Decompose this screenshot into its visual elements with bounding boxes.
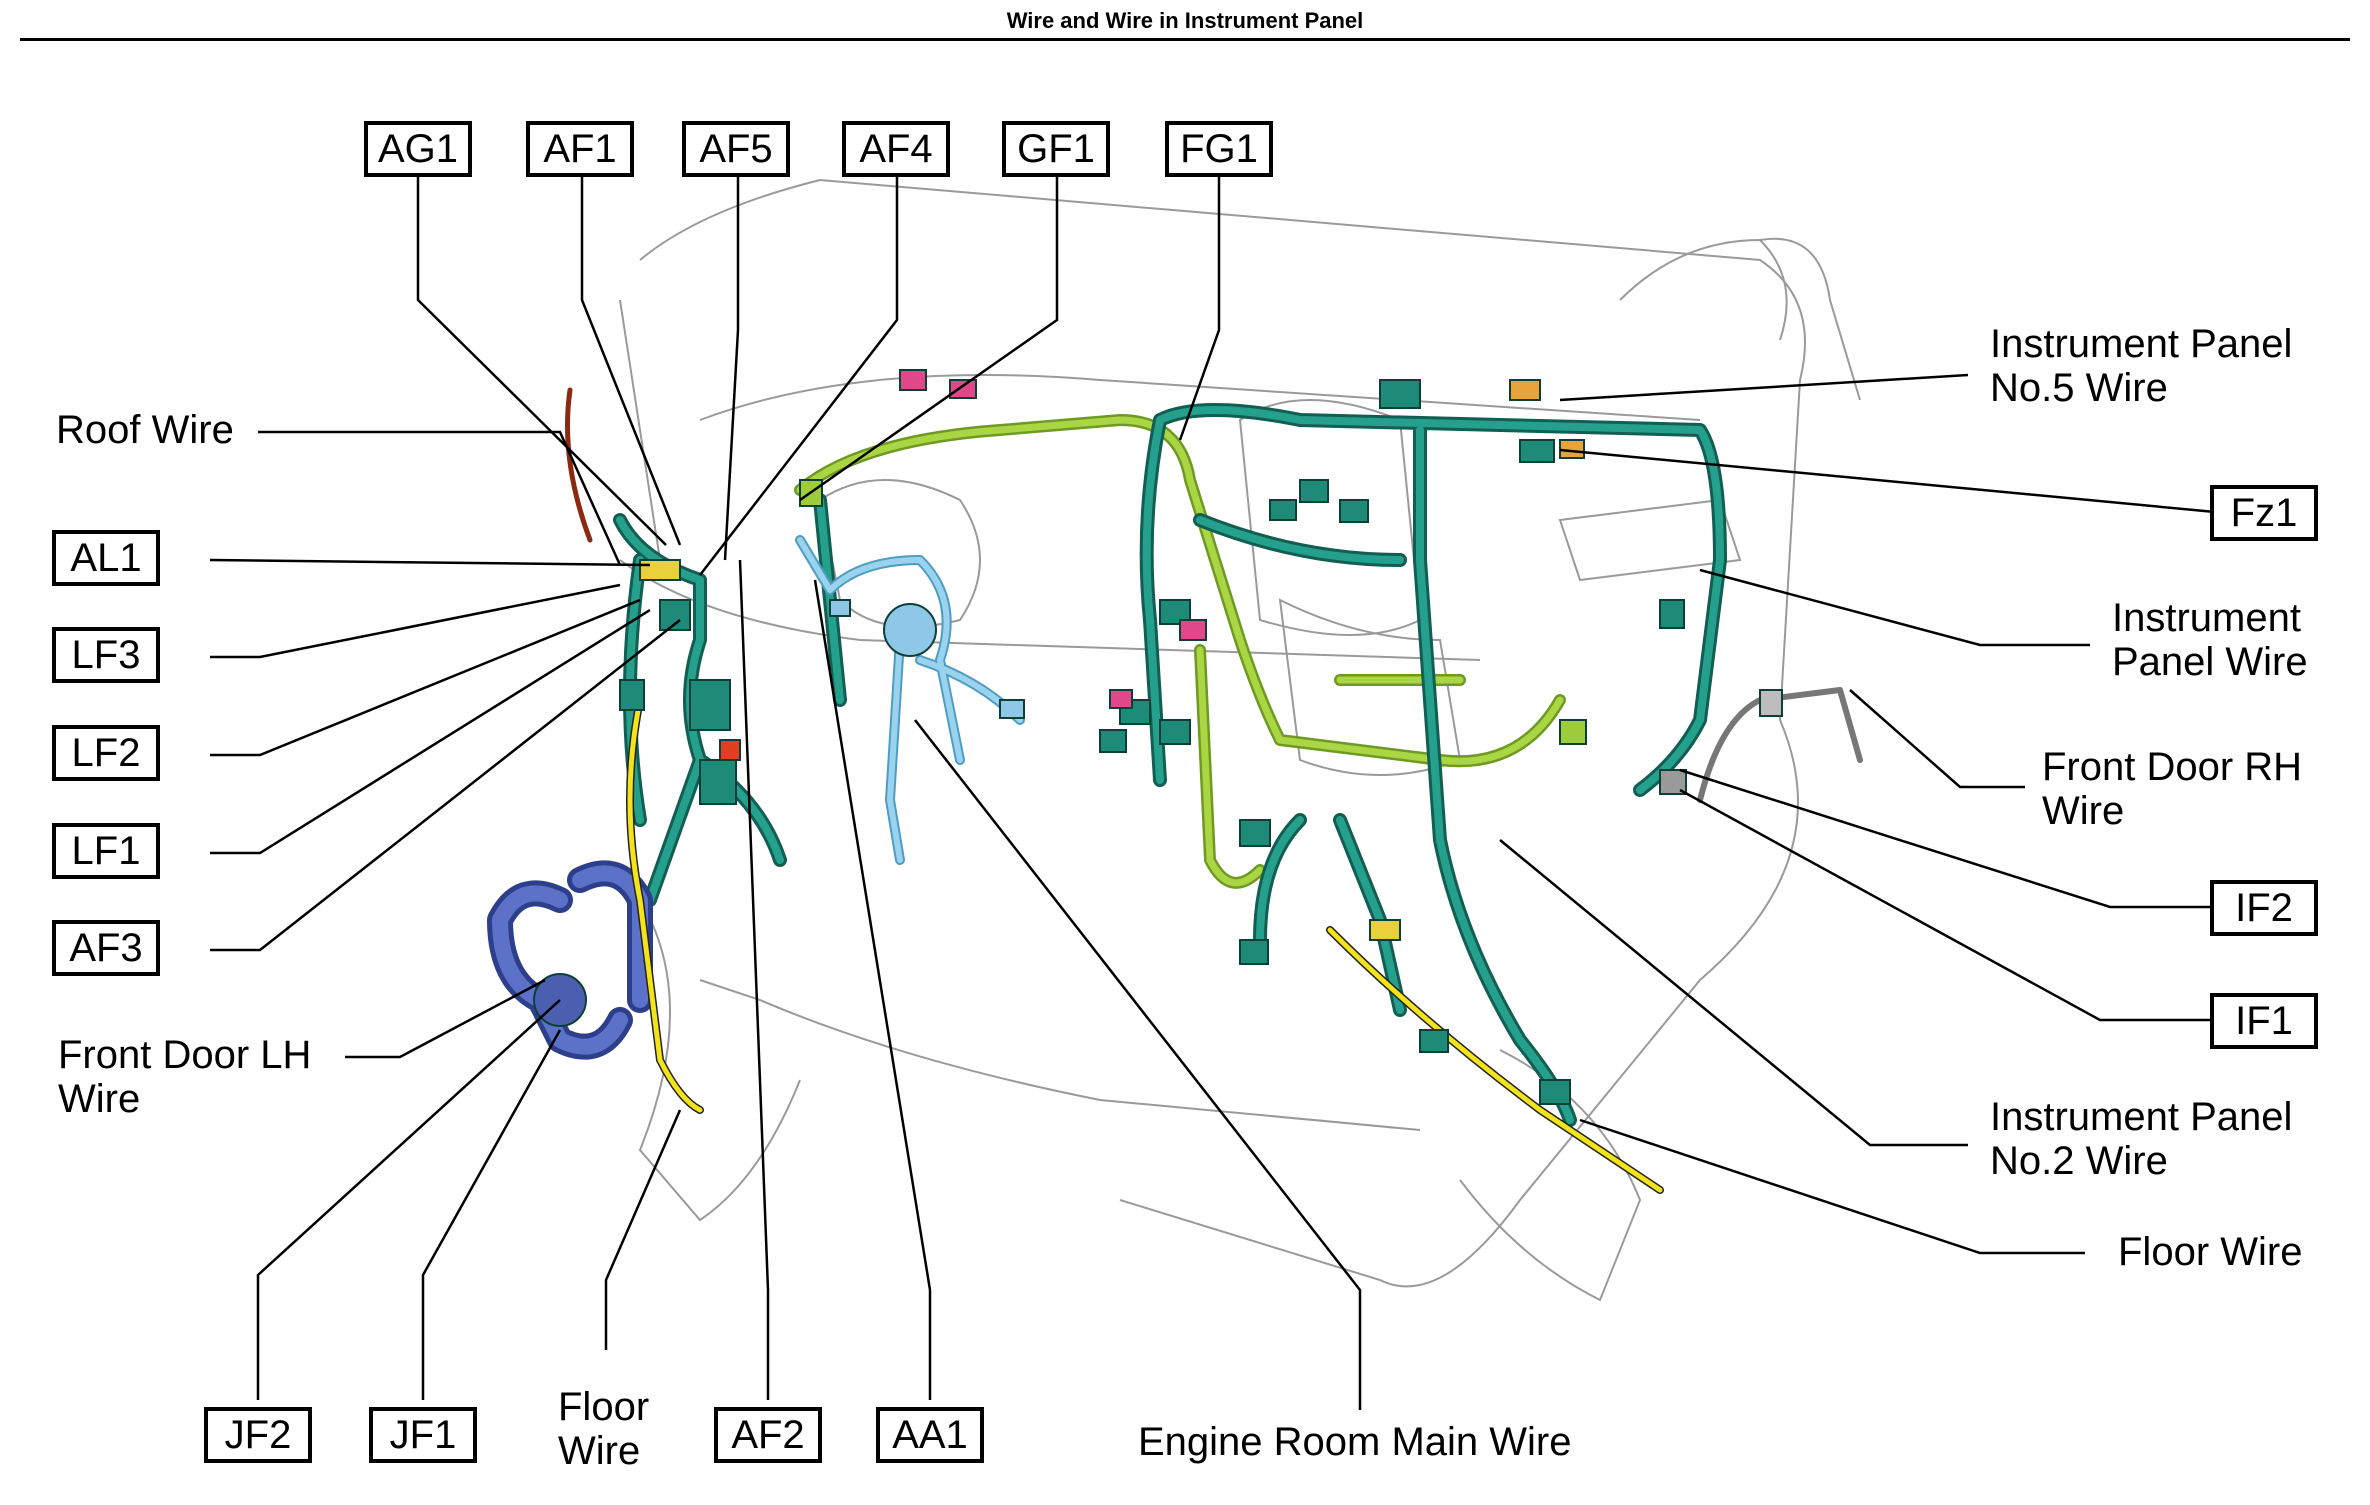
- connector-label-JF2: JF2: [204, 1407, 312, 1463]
- wire-label-front-door-lh: Front Door LH Wire: [58, 1033, 312, 1121]
- connector-label-JF1: JF1: [369, 1407, 477, 1463]
- connector-label-LF3: LF3: [52, 627, 160, 683]
- harness-yellow-right: [1326, 926, 1664, 1194]
- dashboard-outline: [619, 178, 1861, 1302]
- connector-blocks: [533, 369, 1783, 1105]
- connector-label-FG1: FG1: [1165, 121, 1273, 177]
- wire-label-floor-left: Floor Wire: [558, 1385, 650, 1473]
- wire-label-roof: Roof Wire: [56, 408, 234, 452]
- connector-label-AF3: AF3: [52, 920, 160, 976]
- page-title: Wire and Wire in Instrument Panel: [1006, 8, 1364, 33]
- wire-label-ip-no2: Instrument Panel No.2 Wire: [1990, 1095, 2293, 1183]
- connector-label-AF1: AF1: [526, 121, 634, 177]
- connector-label-AF2: AF2: [714, 1407, 822, 1463]
- wire-label-engine-room-main: Engine Room Main Wire: [1138, 1420, 1572, 1464]
- connector-label-AF4: AF4: [842, 121, 950, 177]
- connector-label-IF2: IF2: [2210, 880, 2318, 936]
- harness-teal: [613, 403, 1727, 1127]
- harness-roof: [565, 387, 593, 543]
- wire-label-front-door-rh: Front Door RH Wire: [2042, 745, 2303, 833]
- connector-label-Fz1: Fz1: [2210, 485, 2318, 541]
- connector-label-AF5: AF5: [682, 121, 790, 177]
- connector-label-AL1: AL1: [52, 530, 160, 586]
- connector-label-LF2: LF2: [52, 725, 160, 781]
- connector-label-IF1: IF1: [2210, 993, 2318, 1049]
- leader-lines: [209, 175, 2216, 1410]
- connector-label-AG1: AG1: [364, 121, 472, 177]
- connector-label-AA1: AA1: [876, 1407, 984, 1463]
- connector-label-GF1: GF1: [1002, 121, 1110, 177]
- connector-label-LF1: LF1: [52, 823, 160, 879]
- wire-label-floor-right: Floor Wire: [2118, 1230, 2303, 1274]
- wire-label-ip-no5: Instrument Panel No.5 Wire: [1990, 322, 2293, 410]
- title-rule: [20, 38, 2350, 41]
- wire-label-ip: Instrument Panel Wire: [2112, 596, 2308, 684]
